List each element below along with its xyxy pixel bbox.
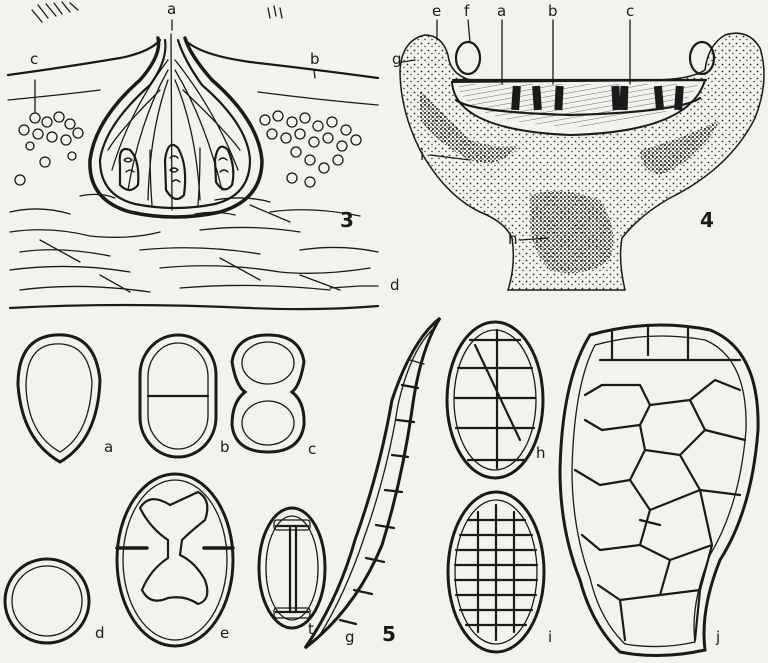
spore-label-t: t <box>308 622 314 637</box>
figure-3-perithecium-section <box>8 2 378 309</box>
fig3-number: 3 <box>340 210 354 230</box>
spore-f-canal <box>259 508 325 628</box>
fig5-number: 5 <box>382 624 396 644</box>
fig3-label-b: b <box>310 52 320 67</box>
spore-label-c: c <box>308 442 316 457</box>
fig3-perithecium <box>90 34 262 217</box>
spore-label-j: j <box>716 630 720 645</box>
spore-j-dictyospore <box>560 325 758 656</box>
fig3-top-fragment <box>32 2 282 22</box>
spore-label-b: b <box>220 440 230 455</box>
spore-h-muriform <box>447 322 543 478</box>
spore-b-two-celled <box>140 335 216 457</box>
spore-c-constricted <box>232 335 304 452</box>
fig4-label-h: h <box>508 232 518 247</box>
fig4-label-b: b <box>548 4 558 19</box>
spore-label-d: d <box>95 626 105 641</box>
fig4-label-c: c <box>626 4 634 19</box>
fig3-label-d: d <box>390 278 400 293</box>
figure-5-spores <box>5 318 758 656</box>
spore-e-polarilocular <box>117 474 233 646</box>
fig4-label-f: f <box>464 4 469 19</box>
spore-g-acicular <box>305 318 440 648</box>
fig3-epidermis-inner <box>8 90 100 100</box>
fig3-host-cells-right <box>260 111 361 187</box>
figure-4-apothecium <box>400 20 764 290</box>
spore-label-g: g <box>345 630 355 645</box>
fig4-label-g: g <box>392 52 402 67</box>
spore-d-round <box>5 559 89 643</box>
fig4-number: 4 <box>700 210 714 230</box>
spore-label-a: a <box>104 440 113 455</box>
fig4-label-i: i <box>420 148 424 163</box>
spore-i-multilocular <box>448 492 544 652</box>
fig3-label-c: c <box>30 52 38 67</box>
spore-label-i: i <box>548 630 552 645</box>
spore-a-unicellular <box>18 335 100 462</box>
spore-label-e: e <box>220 626 229 641</box>
spore-label-h: h <box>536 446 546 461</box>
fig4-label-a: a <box>497 4 506 19</box>
fig4-label-e: e <box>432 4 441 19</box>
fig3-fibrous-tissue <box>10 194 378 309</box>
fig3-label-a: a <box>167 2 176 17</box>
fig3-epidermis-outer-right <box>185 40 378 78</box>
